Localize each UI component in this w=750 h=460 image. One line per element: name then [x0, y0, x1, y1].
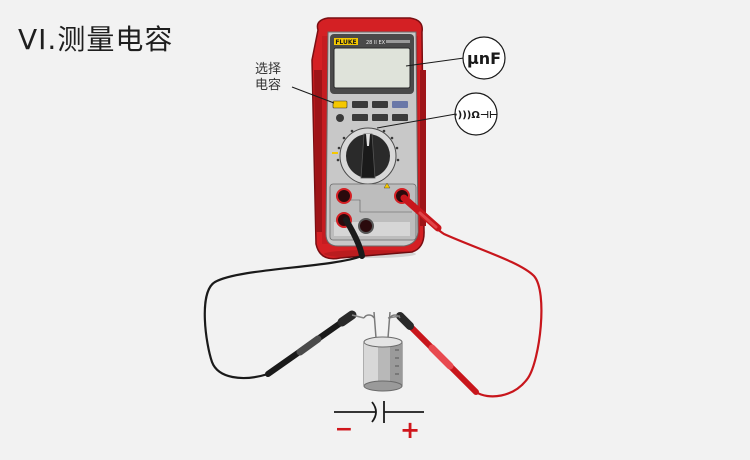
black-test-lead	[203, 217, 365, 380]
model-text: 28 II EX	[366, 40, 386, 46]
select-label-line1: 选择	[255, 62, 282, 77]
capacitor-schematic-symbol: − +	[334, 401, 424, 444]
minus-terminal-symbol: −	[335, 417, 353, 442]
hold-button[interactable]	[392, 101, 408, 108]
display-unit-callout: μnF	[405, 36, 506, 80]
relative-button[interactable]	[352, 114, 368, 121]
hz-button[interactable]	[372, 114, 388, 121]
brand-badge	[334, 38, 358, 45]
plus-terminal-symbol: +	[400, 416, 420, 444]
brand-text: FLUKE	[335, 39, 356, 46]
backlight-button[interactable]	[336, 114, 344, 122]
dial-symbol-callout: ·)))Ω⊣⊢	[376, 92, 498, 136]
lcd-display	[333, 47, 411, 89]
display-unit-text: μnF	[467, 49, 501, 68]
multimeter: FLUKE 28 II EX	[311, 17, 426, 260]
range-button[interactable]	[372, 101, 388, 108]
electrolytic-capacitor	[363, 311, 403, 392]
select-label-line2: 电容	[255, 78, 282, 93]
select-button[interactable]	[332, 100, 348, 109]
amp-jack[interactable]	[336, 188, 352, 204]
dial-markings	[336, 129, 400, 162]
min-max-button[interactable]	[352, 101, 368, 108]
peak-button[interactable]	[392, 114, 408, 121]
dial-symbols-text: ·)))Ω⊣⊢	[454, 110, 498, 121]
select-callout-line	[291, 86, 335, 104]
com-jack[interactable]	[358, 218, 374, 234]
select-capacitance-label: 选择 电容	[255, 62, 295, 94]
page-title: VI.测量电容	[18, 23, 174, 56]
red-test-lead	[387, 194, 543, 398]
